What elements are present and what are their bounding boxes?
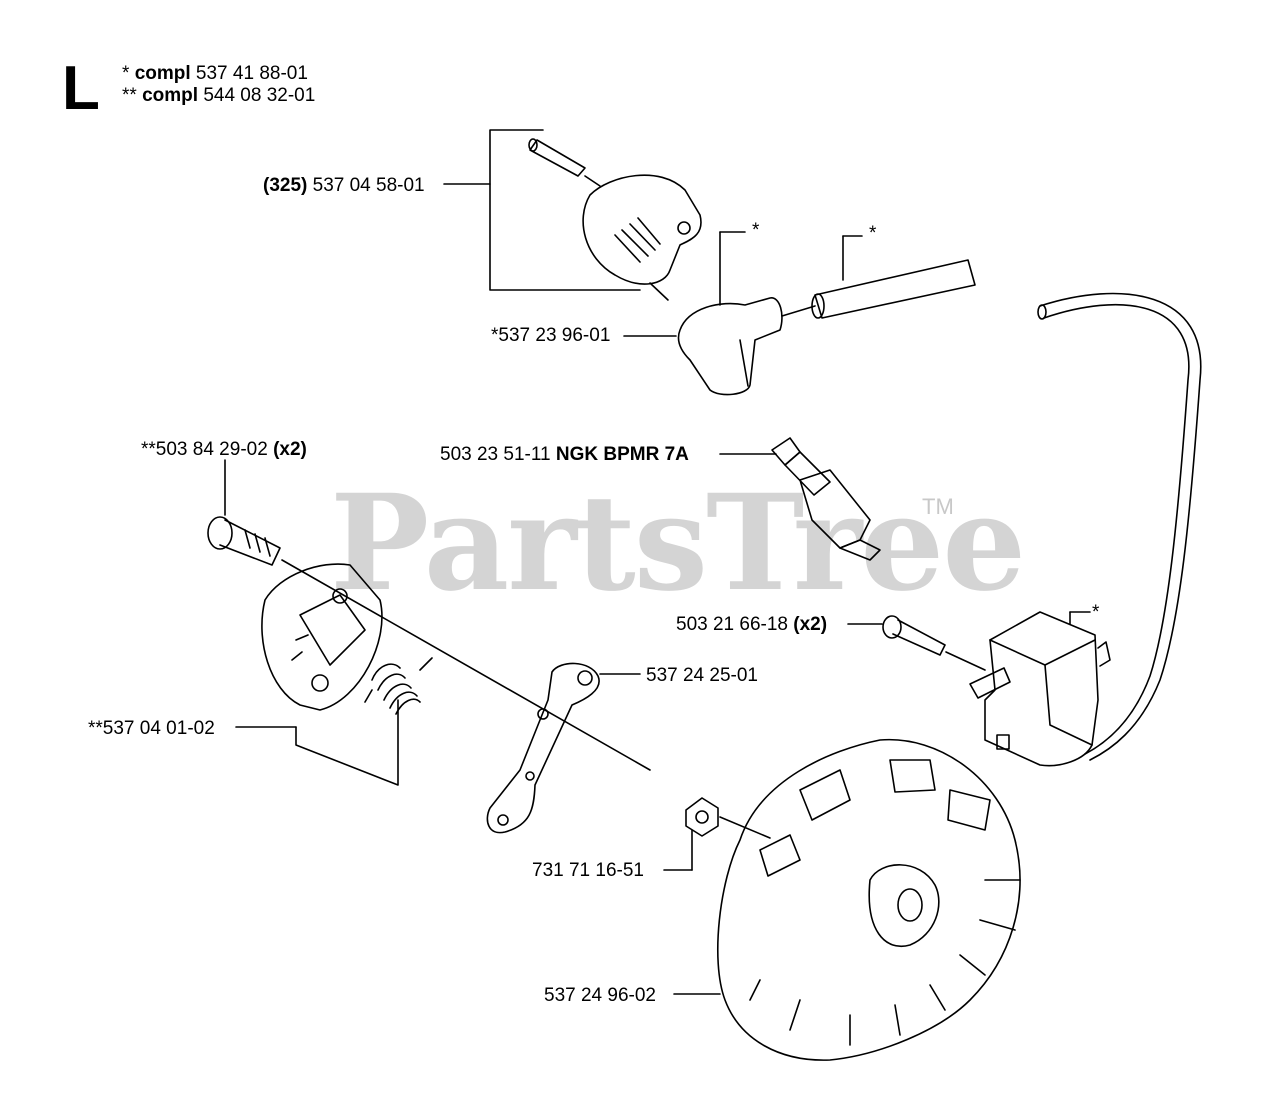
callout-ref: (325) <box>263 175 308 196</box>
plug-spec: NGK BPMR 7A <box>555 444 689 465</box>
part-number: 503 23 51-11 <box>440 444 551 465</box>
callout-clutch[interactable]: **537 04 01-02 <box>88 719 215 738</box>
legend-mark: ** <box>122 85 137 106</box>
part-number: 503 21 66-18 <box>676 614 788 635</box>
part-number: **537 04 01-02 <box>88 718 215 739</box>
legend-number: 544 08 32-01 <box>203 85 316 106</box>
trademark-mark: TM <box>922 494 954 519</box>
callout-plug-boot[interactable]: *537 23 96-01 <box>491 326 610 345</box>
kit-marker: * <box>752 220 760 241</box>
screw-right-part <box>847 615 986 671</box>
part-number: 537 24 96-02 <box>544 985 656 1006</box>
callout-screw-right[interactable]: 503 21 66-18 (x2) <box>676 615 827 634</box>
callout-plate[interactable]: 537 24 25-01 <box>646 666 758 685</box>
callout-flywheel[interactable]: 537 24 96-02 <box>544 986 656 1005</box>
screw-left-part <box>207 459 651 771</box>
legend-row-double: ** compl 544 08 32-01 <box>122 86 315 105</box>
legend-mark: * <box>122 63 130 84</box>
callout-screw-left[interactable]: **503 84 29-02 (x2) <box>141 440 307 459</box>
section-letter: L <box>62 54 100 123</box>
leader-boot-cover <box>443 129 641 291</box>
watermark: PartsTree <box>330 466 1026 621</box>
clutch-part <box>235 563 433 786</box>
part-number: 537 04 58-01 <box>312 175 425 196</box>
part-number: 537 24 25-01 <box>646 665 758 686</box>
kit-marker: * <box>869 223 877 244</box>
ignition-lead <box>1037 292 1202 761</box>
flywheel-part <box>673 738 1021 1061</box>
callout-spark-plug[interactable]: 503 23 51-11 NGK BPMR 7A <box>440 445 689 464</box>
part-number: *537 23 96-01 <box>491 325 611 346</box>
legend-word: compl <box>142 85 199 106</box>
callout-nut[interactable]: 731 71 16-51 <box>532 861 644 880</box>
legend-number: 537 41 88-01 <box>195 63 308 84</box>
plate-part <box>486 662 641 834</box>
nut-part <box>663 797 771 871</box>
plug-boot-part <box>623 231 816 396</box>
legend-row-single: * compl 537 41 88-01 <box>122 64 308 83</box>
boot-cover-part <box>582 174 702 301</box>
quantity: (x2) <box>793 614 828 635</box>
quantity: (x2) <box>273 439 307 460</box>
tube-part <box>811 235 976 319</box>
part-number: 731 71 16-51 <box>532 860 644 881</box>
pin-part <box>528 138 601 187</box>
ignition-module-part <box>969 611 1111 767</box>
legend-word: compl <box>134 63 191 84</box>
spark-plug-part <box>719 437 881 561</box>
kit-marker: * <box>1092 602 1100 623</box>
callout-boot-cover[interactable]: (325) 537 04 58-01 <box>263 176 425 195</box>
part-number: **503 84 29-02 <box>141 439 268 460</box>
